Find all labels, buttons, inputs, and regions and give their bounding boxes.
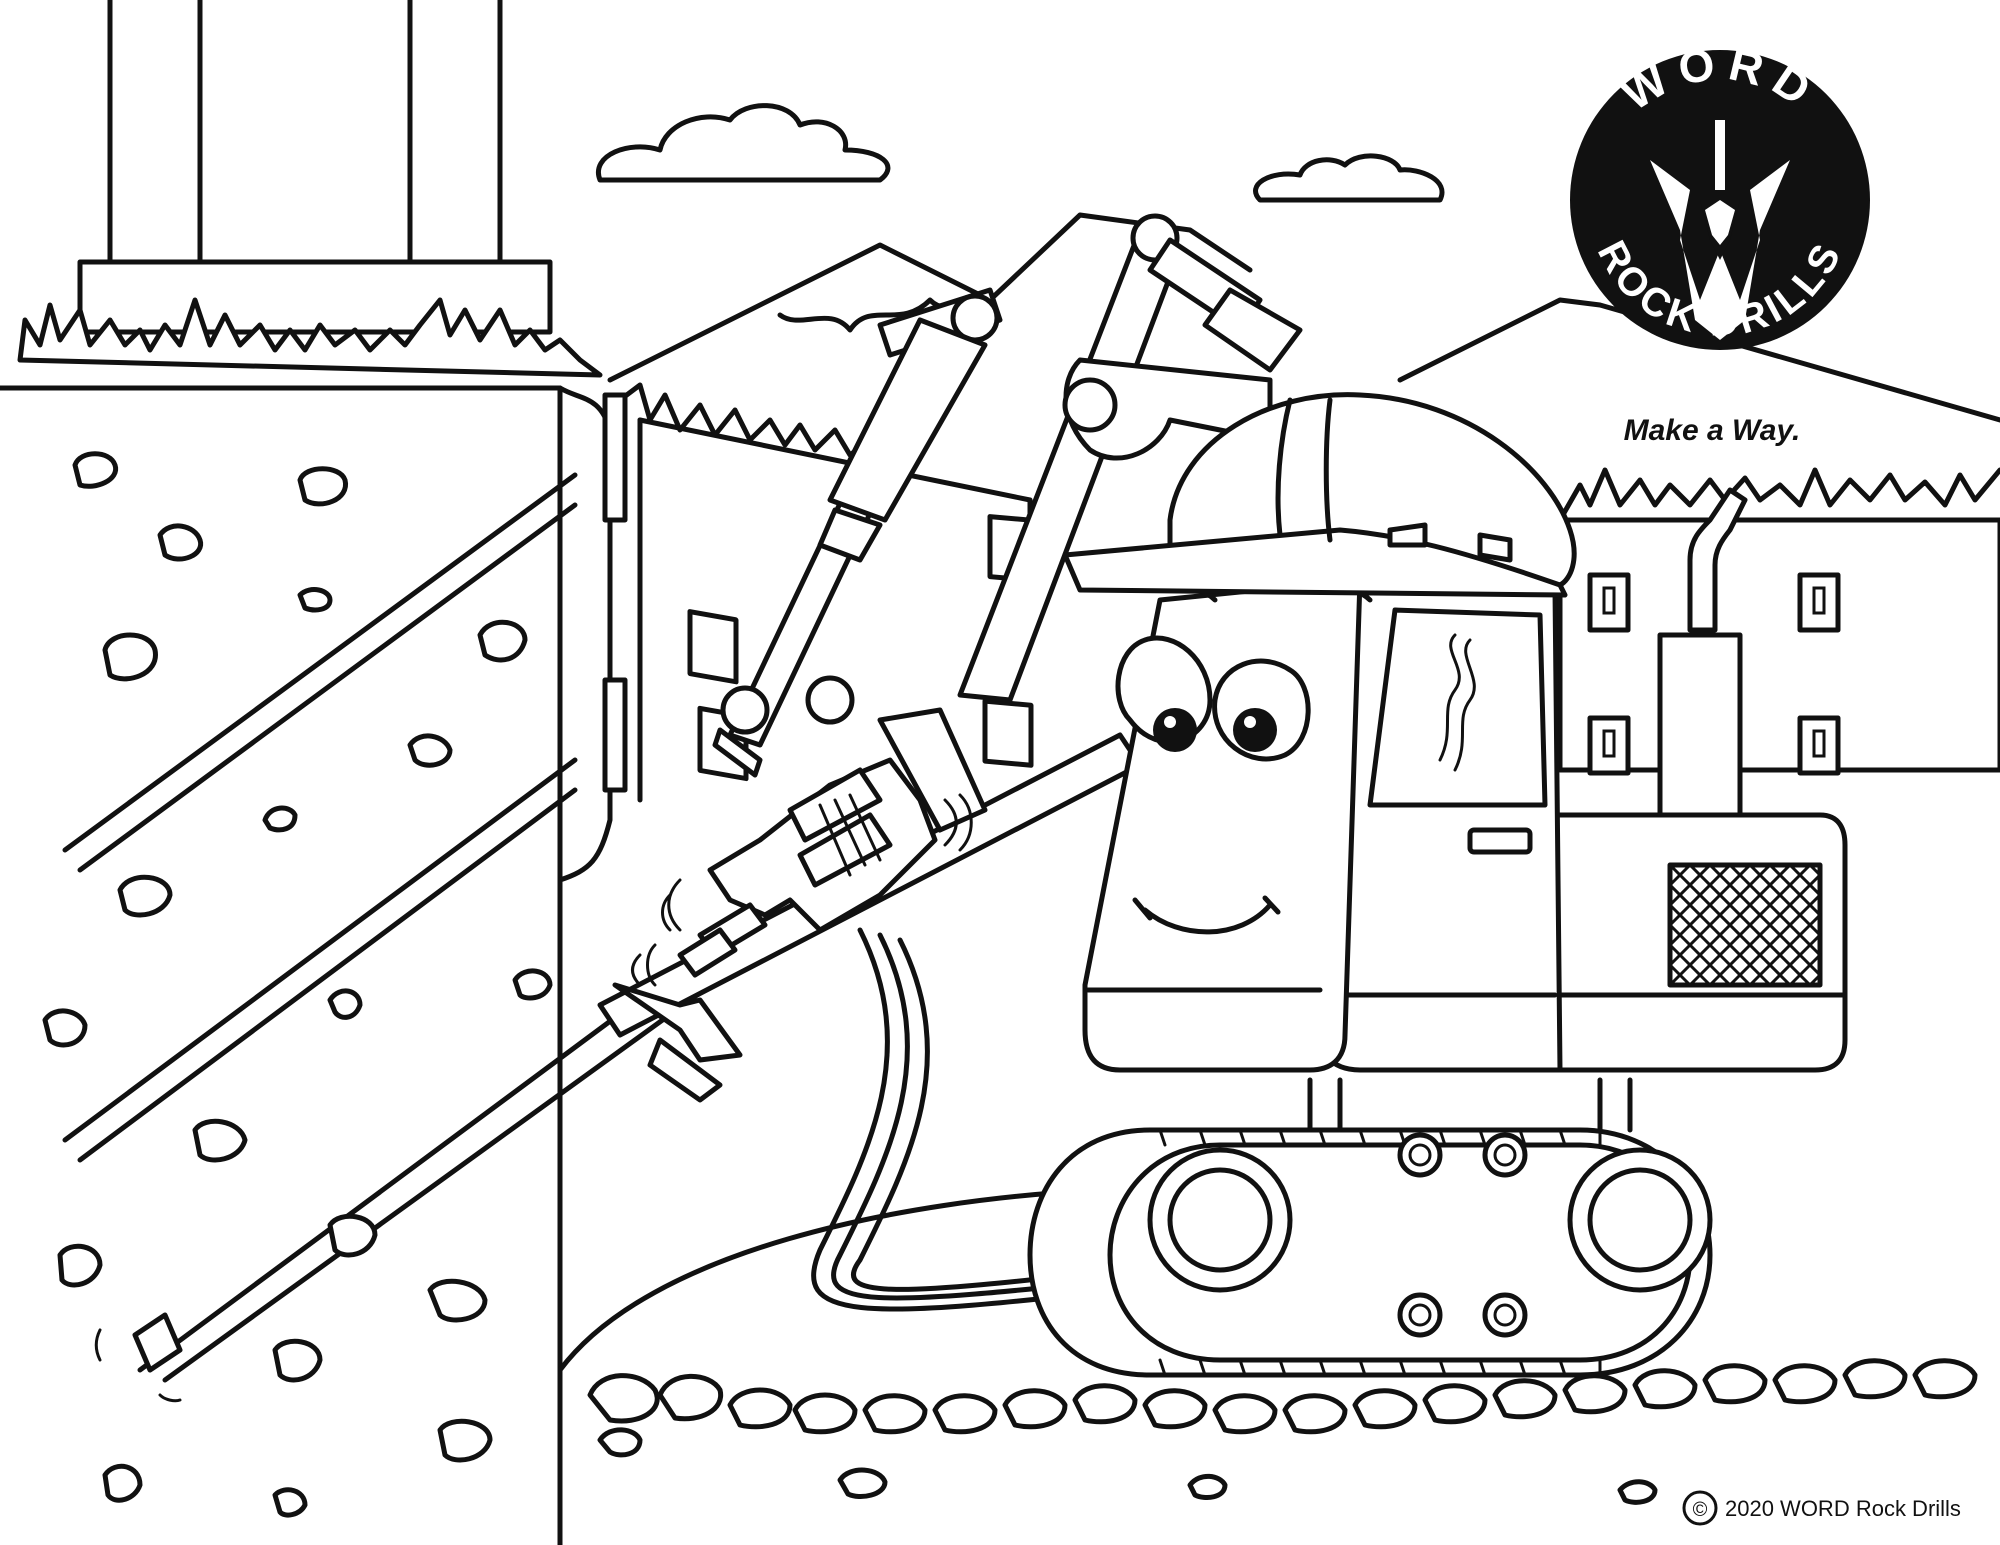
grass-left xyxy=(17,297,603,378)
hard-hat-brim xyxy=(1062,527,1568,598)
rock-wall xyxy=(0,385,783,1545)
exhaust-box xyxy=(1657,632,1743,818)
roller xyxy=(1482,1132,1528,1178)
window xyxy=(982,698,1034,768)
ground-line xyxy=(557,1187,1103,1373)
drill-boom xyxy=(712,213,1303,778)
roller xyxy=(1397,1132,1443,1178)
pupil-right xyxy=(1233,708,1277,752)
pupil-left xyxy=(1153,708,1197,752)
gravel-row xyxy=(587,1358,1978,1505)
logo-emblem-icon xyxy=(1650,120,1790,340)
clouds xyxy=(595,103,1445,203)
roller xyxy=(1397,1292,1443,1338)
copyright-symbol: © xyxy=(1693,1499,1708,1521)
cab-window xyxy=(1367,607,1548,808)
window xyxy=(1587,572,1631,633)
right-building xyxy=(1557,517,2000,773)
cloud-right xyxy=(1253,153,1445,203)
door-handle xyxy=(1467,827,1533,855)
mast-pivot-left xyxy=(720,685,770,735)
character-face xyxy=(1062,392,1577,935)
window xyxy=(1797,715,1841,776)
crawler-tracks xyxy=(1027,1077,1713,1378)
grille-mesh xyxy=(1668,863,1822,987)
drill-hole xyxy=(62,757,578,1163)
copyright-icon xyxy=(1682,1490,1718,1526)
grass-right xyxy=(1557,467,2000,523)
word-rock-drills-logo: WORD ROCK DRILLS xyxy=(1570,36,1870,350)
drill-hole xyxy=(62,472,578,873)
window xyxy=(1797,572,1841,633)
hydraulic-hose xyxy=(811,927,1123,1312)
grass-middle xyxy=(617,382,893,463)
tagline: Make a Way. xyxy=(1624,414,1801,447)
copyright-text: 2020 WORD Rock Drills xyxy=(1725,1496,1961,1521)
mast-pivot-right xyxy=(805,675,855,725)
drill-hole-tip xyxy=(132,1312,183,1373)
window xyxy=(687,609,739,685)
smile xyxy=(1132,895,1281,935)
drill-mast xyxy=(597,707,1143,1312)
copyright-notice: © 2020 WORD Rock Drills xyxy=(1682,1490,1961,1526)
engine-grille xyxy=(1667,862,1823,988)
cloud-left xyxy=(595,103,891,183)
window xyxy=(1587,715,1631,776)
tower-building xyxy=(77,0,553,335)
exhaust-pipe xyxy=(1687,487,1748,633)
pebbles xyxy=(42,451,553,1518)
roller xyxy=(1482,1292,1528,1338)
